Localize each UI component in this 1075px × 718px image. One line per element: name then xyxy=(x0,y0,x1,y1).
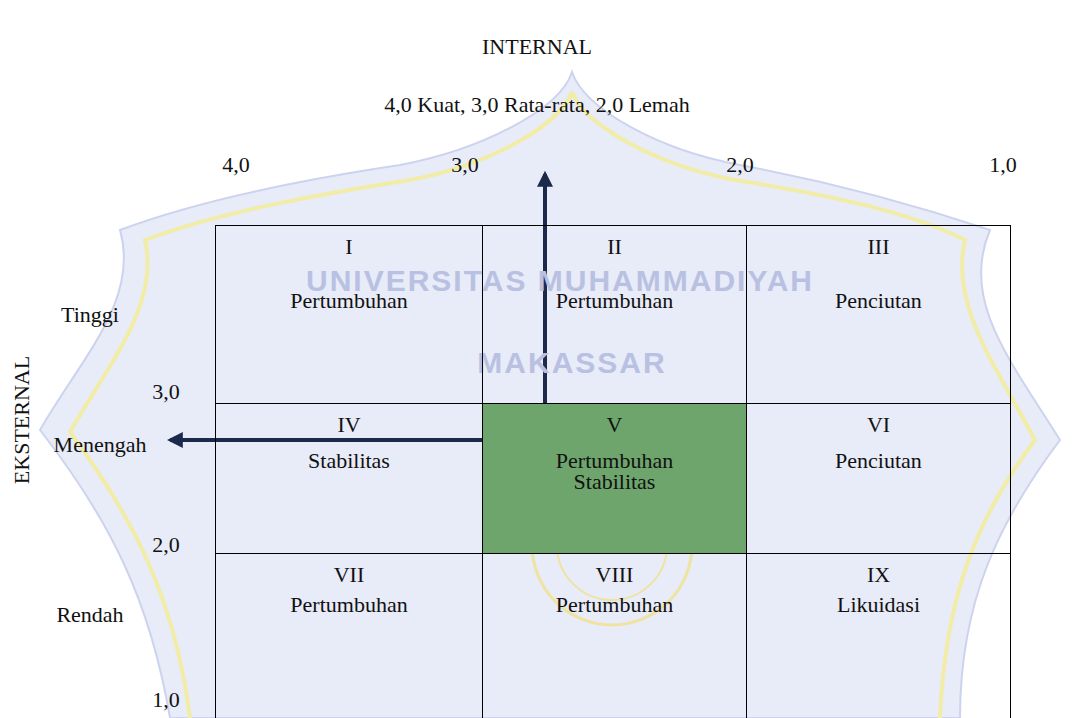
quadrant-number: V xyxy=(607,414,623,436)
strategy-name: Penciutan xyxy=(835,451,922,472)
row-label: Rendah xyxy=(56,603,123,627)
quadrant-number: IX xyxy=(867,564,890,586)
growth-cell: VIII Pertumbuhan xyxy=(482,553,747,718)
retrench-cell: VI Penciutan xyxy=(746,403,1011,554)
scale-number: 4,0 xyxy=(222,153,250,177)
quadrant-number: I xyxy=(345,236,352,258)
strategy-name: Pertumbuhan xyxy=(556,291,673,312)
axis-title: EKSTERNAL xyxy=(10,356,34,484)
row-label: Tinggi xyxy=(61,303,119,327)
scale-number: 3,0 xyxy=(451,153,479,177)
scale-number: 2,0 xyxy=(152,533,180,557)
growth-cell: I Pertumbuhan xyxy=(215,225,483,404)
strategy-name: Likuidasi xyxy=(837,595,920,616)
retrench-cell: III Penciutan xyxy=(746,225,1011,404)
strategy-name: Pertumbuhan xyxy=(556,595,673,616)
quadrant-number: VIII xyxy=(596,564,634,586)
quadrant-number: VI xyxy=(867,414,890,436)
growth-stability-cell: V Pertumbuhan Stabilitas xyxy=(482,403,747,554)
strategy-name: Pertumbuhan Stabilitas xyxy=(545,451,685,493)
scale-number: 2,0 xyxy=(726,153,754,177)
quadrant-number: VII xyxy=(334,564,365,586)
growth-cell: VII Pertumbuhan xyxy=(215,553,483,718)
quadrant-number: II xyxy=(607,236,622,258)
quadrant-number: III xyxy=(868,236,890,258)
quadrant-number: IV xyxy=(337,414,360,436)
growth-cell: II Pertumbuhan xyxy=(482,225,747,404)
axis-title: INTERNAL xyxy=(482,35,592,59)
liquidation-cell: IX Likuidasi xyxy=(746,553,1011,718)
axis-scale-note: 4,0 Kuat, 3,0 Rata-rata, 2,0 Lemah xyxy=(384,93,689,117)
strategy-name: Pertumbuhan xyxy=(290,595,407,616)
internal-pointer xyxy=(543,174,547,440)
strategy-name: Penciutan xyxy=(835,291,922,312)
watermark: MAKASSAR xyxy=(477,346,666,379)
row-label: Menengah xyxy=(54,433,147,457)
strategy-name: Stabilitas xyxy=(308,451,390,472)
scale-number: 3,0 xyxy=(152,380,180,404)
stability-cell: IV Stabilitas xyxy=(215,403,483,554)
scale-number: 1,0 xyxy=(989,153,1017,177)
scale-number: 1,0 xyxy=(152,688,180,712)
strategy-name: Pertumbuhan xyxy=(290,291,407,312)
